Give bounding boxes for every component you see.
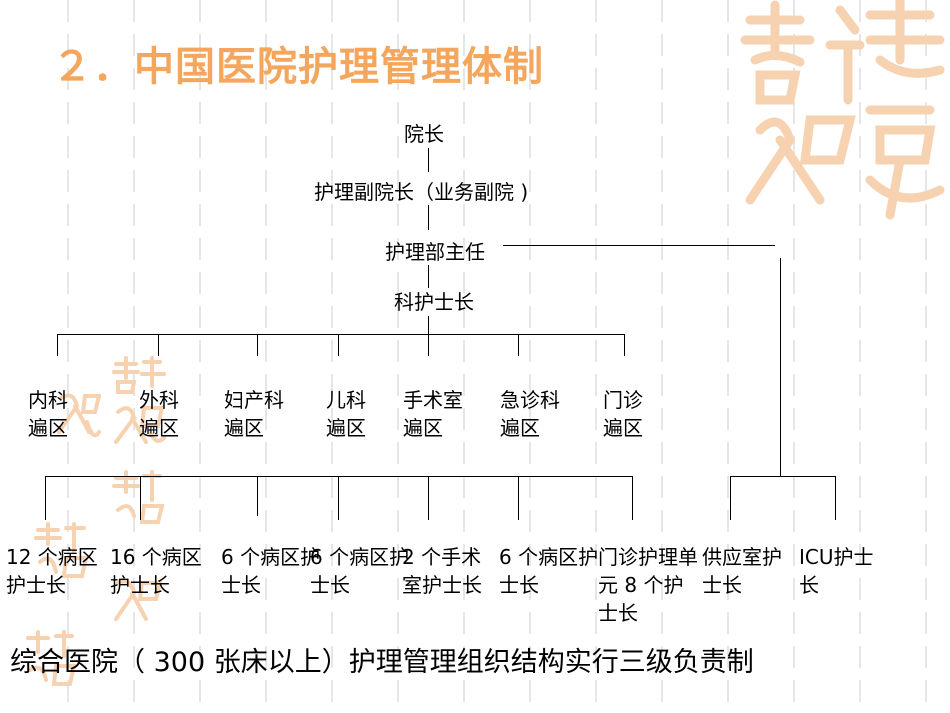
background-stripe bbox=[661, 0, 663, 713]
connector-line bbox=[428, 148, 429, 172]
background-stripe bbox=[793, 0, 795, 713]
connector-line bbox=[730, 476, 731, 520]
connector-line bbox=[257, 334, 258, 356]
department-obstetrics: 妇产科遍区 bbox=[224, 388, 284, 440]
seal-stamp bbox=[112, 356, 166, 444]
department-surgery: 外科遍区 bbox=[139, 388, 179, 440]
node-nursing-director: 护理部主任 bbox=[385, 240, 485, 264]
background-stripe bbox=[265, 0, 267, 713]
department-operating-room: 手术室遍区 bbox=[403, 388, 463, 440]
head-nurse-icu: ICU护士长 bbox=[799, 545, 874, 597]
connector-line bbox=[338, 476, 339, 520]
connector-line bbox=[338, 334, 339, 356]
background-stripe bbox=[925, 0, 927, 713]
node-dept-head-nurse: 科护士长 bbox=[394, 290, 474, 314]
head-nurse-supply-room: 供应室护士长 bbox=[702, 545, 782, 597]
seal-stamp bbox=[34, 522, 89, 578]
head-nurse-outpatient: 门诊护理单元 8 个护士长 bbox=[598, 545, 698, 625]
connector-line bbox=[624, 334, 625, 356]
background-stripe bbox=[331, 0, 333, 713]
department-outpatient: 门诊遍区 bbox=[603, 388, 643, 440]
seal-stamp bbox=[112, 470, 165, 524]
caption: 综合医院（ 300 张床以上）护理管理组织结构实行三级负责制 bbox=[10, 647, 754, 678]
connector-line bbox=[428, 476, 429, 520]
connector-line bbox=[503, 245, 775, 246]
background-stripe bbox=[463, 0, 465, 713]
page-title: ２．中国医院护理管理体制 bbox=[52, 44, 544, 90]
connector-line bbox=[140, 476, 141, 520]
connector-line bbox=[45, 476, 46, 520]
department-pediatrics: 儿科遍区 bbox=[326, 388, 366, 440]
connector-line bbox=[428, 334, 429, 356]
seal-stamp bbox=[114, 579, 163, 621]
background-stripe bbox=[727, 0, 729, 713]
seal-stamp bbox=[57, 393, 101, 438]
connector-line bbox=[428, 316, 429, 334]
background-stripe bbox=[397, 0, 399, 713]
connector-line bbox=[518, 334, 519, 356]
connector-line bbox=[835, 476, 836, 520]
node-vice-president: 护理副院长（业务副院 ) bbox=[314, 180, 529, 204]
seal-stamp bbox=[26, 630, 77, 686]
head-nurse-surgery: 16 个病区护士长 bbox=[110, 545, 202, 597]
connector-line bbox=[57, 334, 58, 356]
node-president: 院长 bbox=[404, 122, 444, 146]
background-stripe bbox=[595, 0, 597, 713]
background-stripe bbox=[133, 0, 135, 713]
department-internal-medicine: 内科遍区 bbox=[28, 388, 68, 440]
head-nurse-emergency: 6 个病区护士长 bbox=[499, 545, 599, 597]
head-nurse-obstetrics: 6 个病区护士长 bbox=[221, 545, 321, 597]
connector-line bbox=[730, 476, 836, 477]
connector-line bbox=[45, 476, 633, 477]
head-nurse-pediatrics: 6 个病区护士长 bbox=[310, 545, 410, 597]
head-nurse-internal: 12 个病区护士长 bbox=[6, 545, 98, 597]
background-stripe bbox=[859, 0, 861, 713]
department-emergency: 急诊科遍区 bbox=[500, 388, 560, 440]
calligraphy-watermark bbox=[740, 0, 945, 220]
connector-line bbox=[780, 258, 781, 476]
background-stripe bbox=[529, 0, 531, 713]
background-stripe bbox=[67, 0, 69, 713]
background-stripe bbox=[199, 0, 201, 713]
connector-line bbox=[428, 265, 429, 288]
connector-line bbox=[257, 476, 258, 516]
connector-line bbox=[632, 476, 633, 520]
connector-line bbox=[428, 205, 429, 230]
connector-line bbox=[158, 334, 159, 356]
connector-line bbox=[518, 476, 519, 520]
connector-line bbox=[57, 334, 625, 335]
head-nurse-operating-room: 2 个手术室护士长 bbox=[402, 545, 482, 597]
